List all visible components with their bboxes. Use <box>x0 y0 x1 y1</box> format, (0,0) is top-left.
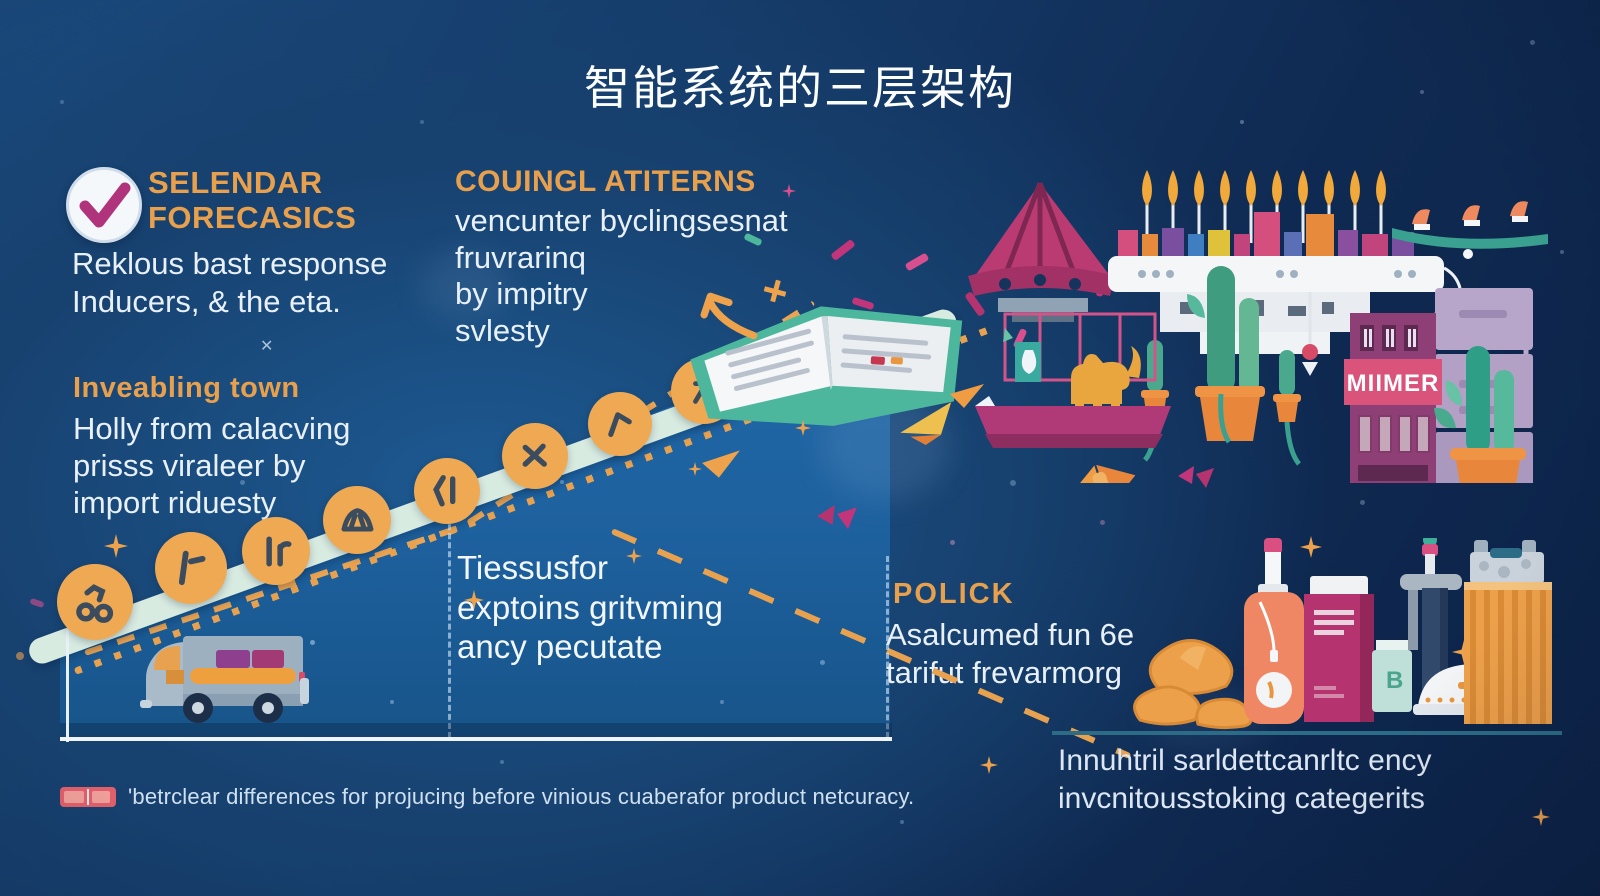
molecule-icon <box>75 583 113 623</box>
step-node <box>414 458 480 524</box>
axis-baseline-shade <box>60 723 892 737</box>
checkmark-icon <box>79 182 131 228</box>
paper-plane-doodle <box>702 450 740 478</box>
gauge-icon <box>179 550 206 586</box>
policy-body-line: Asalcumed fun 6e <box>886 617 1135 652</box>
forecast-body-line: Reklous bast response <box>72 246 388 281</box>
glow <box>420 250 510 320</box>
industry-caption-line: Innuhtril sarldettcanrltc ency <box>1058 744 1432 777</box>
delivery-van-illustration <box>140 636 309 723</box>
plane-doodle <box>950 384 984 408</box>
croissant-icon <box>341 507 373 532</box>
floor-line <box>1052 731 1562 735</box>
tank-illustration <box>1464 540 1552 724</box>
up-arrow-doodle <box>700 292 758 340</box>
sparkle <box>782 184 796 198</box>
butterfly-confetti <box>1178 466 1214 488</box>
counting-body-line: svlesty <box>455 312 550 348</box>
enabling-body-line: Holly from calacving <box>73 411 351 446</box>
pump-bottle-illustration <box>1400 538 1462 696</box>
step-node <box>323 486 391 554</box>
legend-text: 'betrclear differences for projucing bef… <box>128 784 915 809</box>
enabling-body-line: prisss viraleer by <box>73 448 306 484</box>
confetti <box>830 238 856 262</box>
policy-body-line: tarifut frevarmorg <box>886 654 1123 690</box>
forecast-body-line: Inducers, & the eta. <box>72 283 341 319</box>
step-node <box>155 532 227 604</box>
bird-shelf-illustration <box>1392 201 1548 259</box>
factory-scene-illustration: MIIMER <box>950 170 1548 483</box>
tent-illustration <box>968 182 1115 322</box>
trend-icon <box>608 412 632 437</box>
sparkle <box>980 756 998 774</box>
x-axis-line <box>60 737 892 741</box>
step-node <box>502 423 568 489</box>
enabling-heading: Inveabling town <box>73 372 300 404</box>
products-scene-illustration: B <box>1133 538 1552 730</box>
x-mark-doodle: ✕ <box>260 338 274 355</box>
dashed-separator <box>448 470 451 738</box>
bowtie-pasta-illustration <box>1068 464 1136 483</box>
measure-body-line: Tiessusfor <box>457 549 608 586</box>
sparkle <box>104 534 128 558</box>
building-sign-label: MIIMER <box>1347 370 1440 397</box>
step-node <box>57 564 133 640</box>
legend: 'betrclear differences for projucing bef… <box>60 784 914 810</box>
bars-icon <box>265 536 291 566</box>
counting-body-line: vencunter byclingsesnat <box>455 203 788 238</box>
enabling-body-line: import riduesty <box>73 485 277 521</box>
salmon-bottle-illustration <box>1244 538 1304 724</box>
teal-carton-illustration: B <box>1372 640 1412 712</box>
counting-body-line: by impitry <box>455 276 588 312</box>
forecast-heading-line1: SELENDAR <box>148 165 323 200</box>
check-badge <box>66 167 142 243</box>
cross-doodle <box>763 279 787 303</box>
legend-key-icon <box>60 787 116 807</box>
measure-body-line: ancy pecutate <box>457 628 663 666</box>
boat-illustration <box>975 312 1171 448</box>
cross-icon <box>522 443 548 467</box>
open-book-illustration <box>690 306 963 426</box>
y-axis-line <box>66 630 69 742</box>
cactus-pot-illustration <box>1434 346 1526 483</box>
policy-heading: POLICK <box>893 578 1015 610</box>
croissant-pile-illustration <box>1133 639 1253 730</box>
magenta-carton-illustration <box>1304 576 1374 722</box>
industry-caption-line: invcnitousstoking categerits <box>1058 781 1425 815</box>
sparkle <box>1532 808 1550 826</box>
carton-letter-label: B <box>1386 667 1403 694</box>
dashed-separator <box>886 556 889 738</box>
measure-body-line: exptoins gritvming <box>457 588 723 626</box>
step-node <box>588 392 652 456</box>
step-node <box>242 517 310 585</box>
butterfly-confetti <box>817 505 857 530</box>
counting-body-line: fruvrarinq <box>455 239 586 275</box>
page-title: 智能系统的三层架构 <box>584 61 1016 115</box>
miimer-building-illustration: MIIMER <box>1344 313 1442 483</box>
forecast-heading-line2: FORECASICS <box>148 199 357 235</box>
cacti-illustration <box>1141 266 1302 466</box>
slash-icon <box>433 475 456 507</box>
machine-illustration <box>1108 170 1463 376</box>
counting-heading: COUINGL ATITERNS <box>455 165 756 198</box>
bird-arrow-doodle <box>900 402 952 445</box>
